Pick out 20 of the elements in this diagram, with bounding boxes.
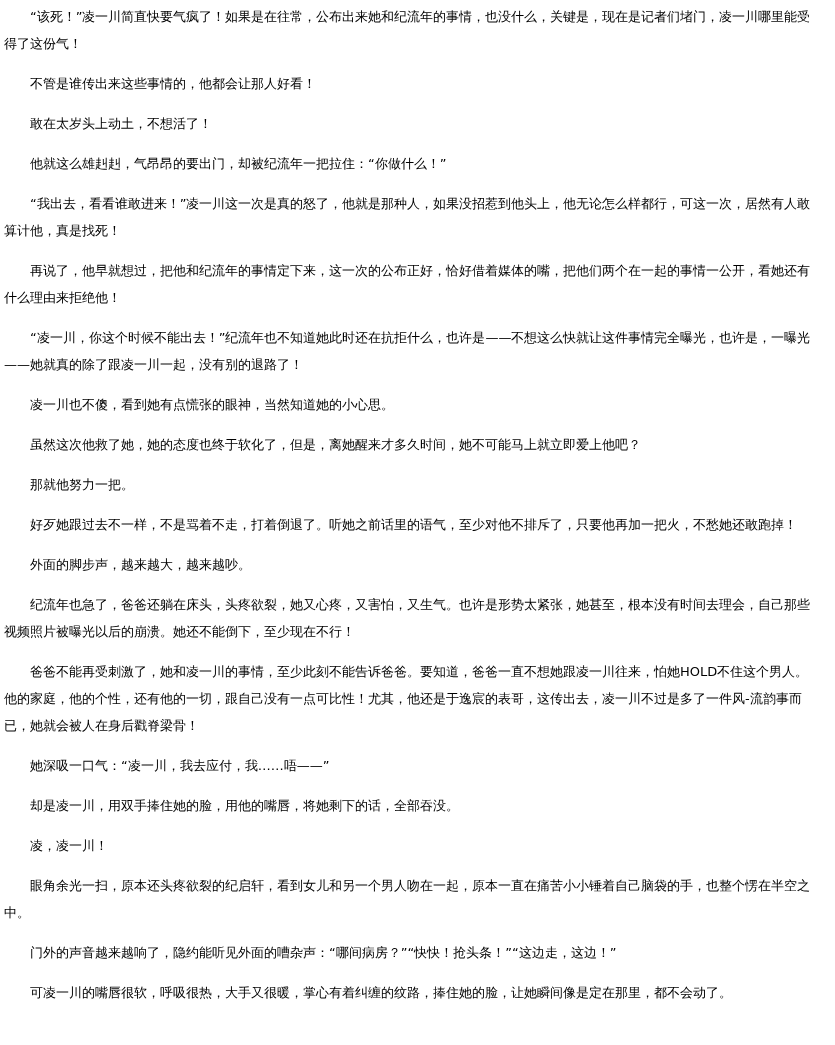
paragraph: “我出去，看看谁敢进来！”凌一川这一次是真的怒了，他就是那种人，如果没招惹到他头上，他无论怎么样都行，可这一次，居然有人敢算计他，真是找死！ — [4, 195, 812, 240]
paragraph: 却是凌一川，用双手捧住她的脸，用他的嘴唇，将她剩下的话，全部吞没。 — [29, 797, 460, 815]
paragraph: 门外的声音越来越响了，隐约能听见外面的嘈杂声：“哪间病房？”“快快！抢头条！”“这边走，这边！” — [29, 944, 618, 962]
paragraph: 可凌一川的嘴唇很软，呼吸很热，大手又很暖，掌心有着纠缠的纹路，捧住她的脸，让她瞬间像是定在那里，都不会动了。 — [29, 984, 733, 1002]
paragraph: 他就这么雄赳赳，气昂昂的要出门，却被纪流年一把拉住：“你做什么！” — [29, 155, 448, 173]
paragraph: 她深吸一口气：“凌一川，我去应付，我……唔——” — [29, 757, 331, 775]
paragraph: 爸爸不能再受刺激了，她和凌一川的事情，至少此刻不能告诉爸爸。要知道，爸爸一直不想她跟凌一川往来，怕她HOLD不住这个男人。他的家庭，他的个性，还有他的一切，跟自己没有一点可比性！尤其，他还是于逸宸的表哥，这传出去，凌一川不过是多了一件风-流韵事而已，她就会被人在身后戳脊梁骨！ — [4, 663, 810, 735]
paragraph: 凌一川也不傻，看到她有点慌张的眼神，当然知道她的小心思。 — [29, 396, 395, 414]
paragraph: 不管是谁传出来这些事情的，他都会让那人好看！ — [29, 75, 317, 93]
paragraph: 敢在太岁头上动土，不想活了！ — [29, 115, 213, 133]
paragraph: 外面的脚步声，越来越大，越来越吵。 — [29, 556, 252, 574]
paragraph: 好歹她跟过去不一样，不是骂着不走，打着倒退了。听她之前话里的语气，至少对他不排斥了，只要他再加一把火，不愁她还敢跑掉！ — [29, 516, 798, 534]
paragraph: 那就他努力一把。 — [29, 476, 135, 494]
paragraph: 凌，凌一川！ — [29, 837, 109, 855]
paragraph: 虽然这次他救了她，她的态度也终于软化了，但是，离她醒来才多久时间，她不可能马上就立即爱上他吧？ — [29, 436, 642, 454]
paragraph: 眼角余光一扫，原本还头疼欲裂的纪启轩，看到女儿和另一个男人吻在一起，原本一直在痛苦小小锤着自己脑袋的手，也整个愣在半空之中。 — [4, 877, 811, 922]
paragraph: 再说了，他早就想过，把他和纪流年的事情定下来，这一次的公布正好，恰好借着媒体的嘴，把他们两个在一起的事情一公开，看她还有什么理由来拒绝他！ — [4, 262, 811, 307]
paragraph: 纪流年也急了，爸爸还躺在床头，头疼欲裂，她又心疼，又害怕，又生气。也许是形势太紧张，她甚至，根本没有时间去理会，自己那些视频照片被曝光以后的崩溃。她还不能倒下，至少现在不行！ — [4, 596, 811, 641]
paragraph: “凌一川，你这个时候不能出去！”纪流年也不知道她此时还在抗拒什么，也许是——不想这么快就让这件事情完全曝光，也许是，一曝光——她就真的除了跟凌一川一起，没有别的退路了！ — [4, 329, 812, 374]
paragraph: “该死！”凌一川简直快要气疯了！如果是在往常，公布出来她和纪流年的事情，也没什么，关键是，现在是记者们堵门，凌一川哪里能受得了这份气！ — [4, 8, 812, 53]
